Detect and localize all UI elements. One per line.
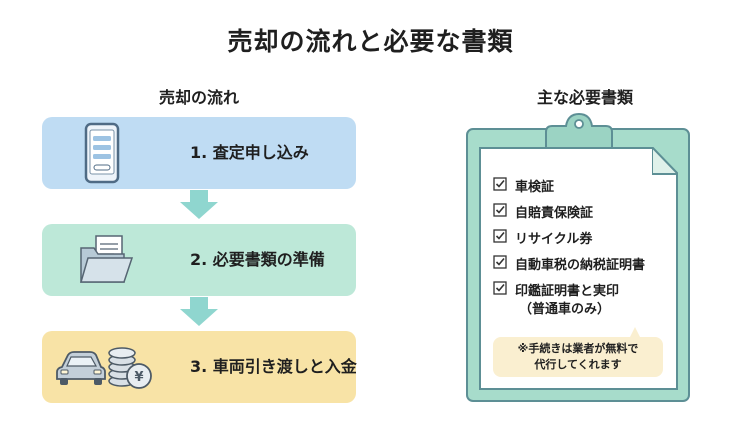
flow-heading: 売却の流れ (158, 88, 239, 107)
page-title: 売却の流れと必要な書類 (227, 27, 514, 56)
down-arrow-icon (180, 190, 218, 219)
step-label: 2. 必要書類の準備 (190, 250, 325, 269)
down-arrow-icon (180, 297, 218, 326)
paper-fold-corner (652, 147, 678, 175)
step-documents: 2. 必要書類の準備 (42, 224, 356, 296)
service-note: ※手続きは業者が無料で 代行してくれます (493, 337, 663, 377)
svg-text:¥: ¥ (134, 370, 143, 385)
list-item: リサイクル券 (493, 228, 683, 254)
step-delivery-payment: ¥ 3. 車両引き渡しと入金 (42, 331, 357, 403)
car-icon (56, 351, 106, 385)
folder-documents-icon (80, 235, 134, 283)
note-line: ※手続きは業者が無料で (517, 342, 639, 355)
note-line: 代行してくれます (534, 358, 622, 371)
step-application: 1. 査定申し込み (42, 117, 356, 189)
checkbox-checked-icon (493, 177, 507, 191)
list-item: 印鑑証明書と実印 (493, 280, 683, 306)
step-label: 3. 車両引き渡しと入金 (190, 357, 357, 376)
list-item-label: 自動車税の納税証明書 (515, 258, 646, 273)
checkbox-checked-icon (493, 281, 507, 295)
step-label: 1. 査定申し込み (190, 143, 309, 162)
checkbox-checked-icon (493, 255, 507, 269)
list-item: 自賠責保険証 (493, 202, 683, 228)
checkbox-checked-icon (493, 229, 507, 243)
list-item-label: リサイクル券 (515, 232, 593, 247)
docs-heading: 主な必要書類 (536, 88, 633, 107)
required-documents-list: 車検証 自賠責保険証 リサイクル券 自動車税の納税証明書 印鑑証明書と実印 （普… (493, 176, 683, 317)
note-tail (629, 327, 641, 339)
list-item-label: 車検証 (515, 180, 555, 195)
smartphone-icon (84, 122, 120, 184)
coins-yen-icon: ¥ (108, 347, 152, 389)
list-item-note: （普通車のみ） (519, 302, 611, 317)
list-item: 車検証 (493, 176, 683, 202)
clipboard-clip-icon (545, 112, 613, 149)
list-item: 自動車税の納税証明書 (493, 254, 683, 280)
list-item-label: 印鑑証明書と実印 (515, 284, 620, 299)
list-item-label: 自賠責保険証 (515, 206, 594, 221)
checkbox-checked-icon (493, 203, 507, 217)
